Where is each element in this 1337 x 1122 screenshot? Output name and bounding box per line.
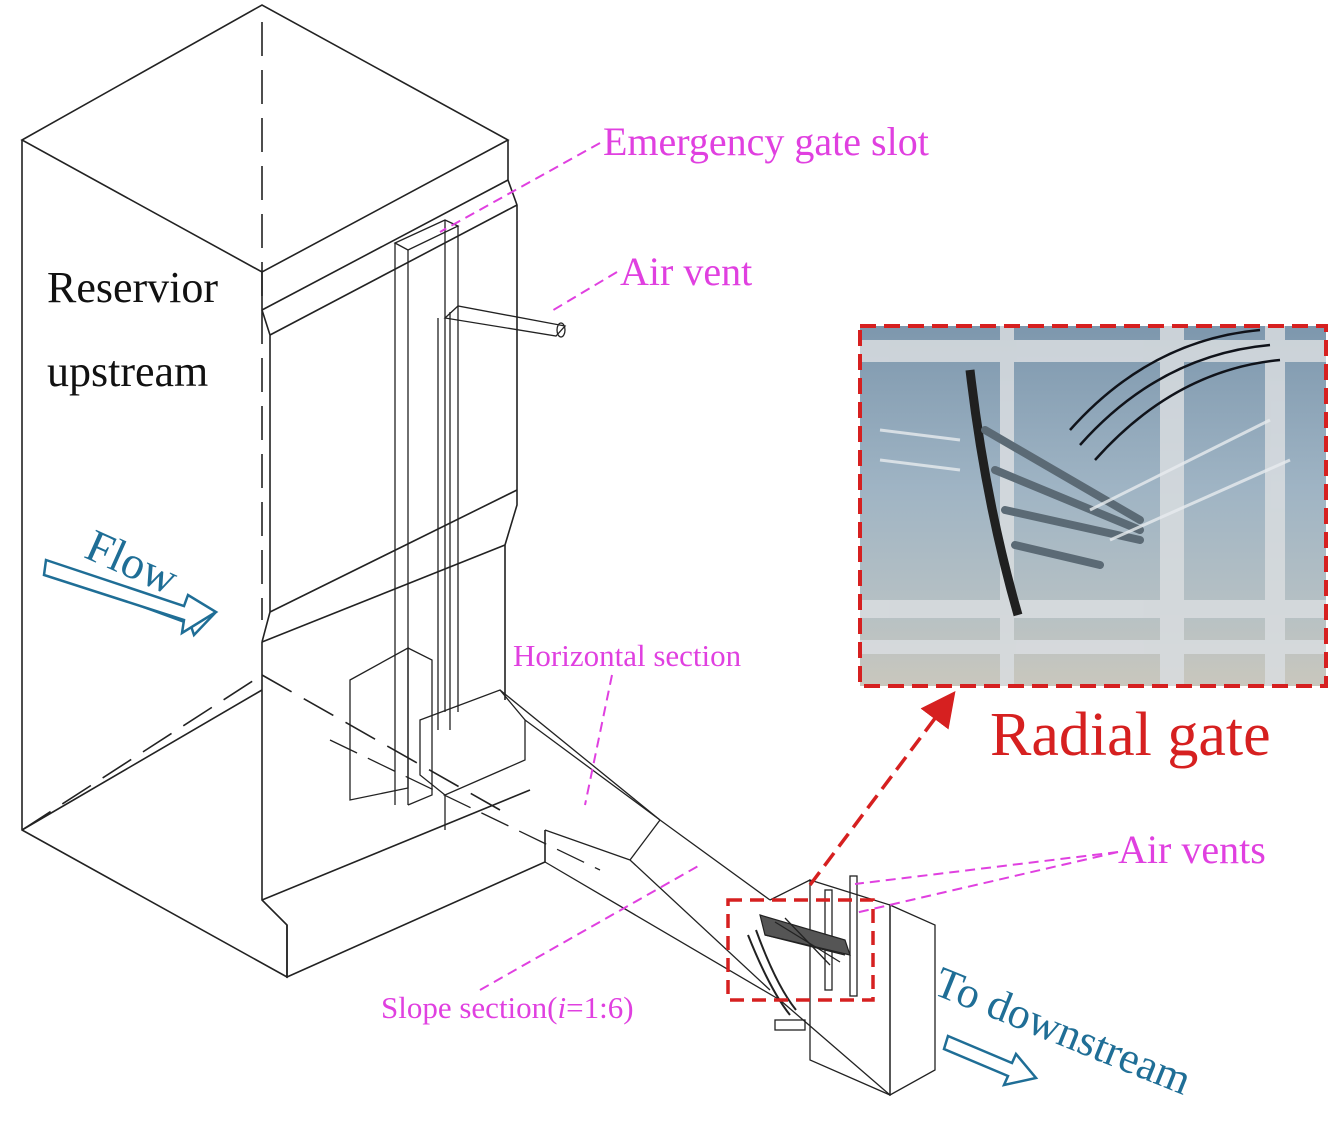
- reservoir-tower: [20, 4, 546, 979]
- slope-section-variable: i: [557, 990, 567, 1025]
- radial-gate-label: Radial gate: [990, 701, 1271, 769]
- emergency-gate-slot-label: Emergency gate slot: [603, 119, 929, 164]
- gate-shaft: [349, 219, 567, 830]
- slope-section-prefix: Slope section(: [381, 990, 558, 1025]
- flow-arrow-outline-icon: [42, 558, 219, 636]
- leader-lines: [439, 142, 1119, 991]
- hidden-lines: [21, 22, 501, 831]
- reservoir-label-line1: Reservior: [47, 263, 219, 312]
- outlet-structure: [747, 875, 936, 1097]
- air-vent-label: Air vent: [620, 249, 753, 294]
- horizontal-section-label: Horizontal section: [513, 638, 742, 673]
- air-vents-label: Air vents: [1118, 827, 1266, 872]
- downstream-arrow-icon: [942, 1034, 1039, 1087]
- radial-gate-highlight-box: [726, 898, 875, 1002]
- slope-section-label: Slope section(i=1:6): [381, 992, 634, 1023]
- conduit: [329, 689, 781, 1001]
- slope-section-suffix: =1:6): [566, 990, 634, 1025]
- radial-gate-photo: [858, 324, 1328, 688]
- radial-gate-pointer: [808, 691, 956, 887]
- reservoir-label-line2: upstream: [47, 347, 209, 396]
